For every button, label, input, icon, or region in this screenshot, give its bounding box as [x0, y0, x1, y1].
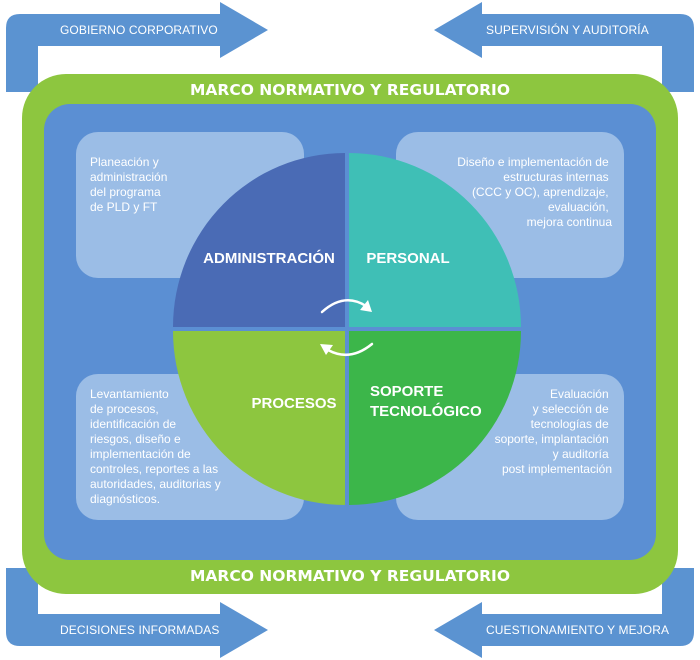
frame-title-top: MARCO NORMATIVO Y REGULATORIO [190, 81, 510, 99]
box-text-bottom-left: Levantamiento de procesos, identificació… [90, 387, 224, 506]
box-line: evaluación, [548, 200, 609, 214]
box-line: Evaluación [550, 387, 609, 401]
cycle-arrow-top [320, 299, 368, 314]
box-line: diagnósticos. [90, 492, 160, 506]
box-line: Diseño e implementación de [457, 155, 609, 169]
label-procesos: PROCESOS [251, 395, 336, 412]
label-administracion: ADMINISTRACIÓN [203, 249, 335, 267]
box-line: y auditoría [553, 447, 609, 461]
label-soporte-line: SOPORTE [370, 383, 443, 400]
arrow-label-gobierno: GOBIERNO CORPORATIVO [60, 23, 218, 37]
arrow-left-shape [434, 2, 694, 92]
box-line: (CCC y OC), aprendizaje, [472, 185, 609, 199]
cycle-arrowhead-bottom [320, 344, 333, 355]
box-line: Levantamiento [90, 387, 169, 401]
box-line: implementación de [90, 447, 191, 461]
quadrant-procesos [173, 331, 345, 505]
arrow-label-decisiones: DECISIONES INFORMADAS [60, 623, 219, 637]
arrow-cuestionamiento-mejora: CUESTIONAMIENTO Y MEJORA [434, 568, 694, 658]
cycle-arrows-icon [320, 299, 374, 357]
arrow-supervision-auditoria: SUPERVISIÓN Y AUDITORÍA [434, 2, 694, 92]
label-soporte: SOPORTE TECNOLÓGICO [370, 383, 482, 420]
box-line: estructuras internas [503, 170, 608, 184]
arrow-decisiones-informadas: DECISIONES INFORMADAS [6, 568, 268, 658]
box-line: del programa [90, 185, 161, 199]
box-line: soporte, implantación [495, 432, 609, 446]
box-text-bottom-right: Evaluación y selección de tecnologías de… [495, 387, 612, 476]
quadrant-soporte [349, 331, 521, 505]
quadrant-personal [349, 153, 521, 327]
arrow-gobierno-corporativo: GOBIERNO CORPORATIVO [6, 2, 268, 92]
box-line: controles, reportes a las [90, 462, 218, 476]
box-text-top-left: Planeación y administración del programa… [90, 155, 171, 214]
arrow-label-cuestionamiento: CUESTIONAMIENTO Y MEJORA [486, 623, 669, 637]
cycle-arrowhead-top [360, 300, 372, 312]
central-circle [173, 153, 521, 505]
arrow-right-shape [6, 2, 268, 92]
arrow-left-shape [434, 568, 694, 658]
box-line: autoridades, auditorias y [90, 477, 221, 491]
arrow-label-supervision: SUPERVISIÓN Y AUDITORÍA [486, 22, 649, 37]
box-line: administración [90, 170, 167, 184]
box-line: riesgos, diseño e [90, 432, 181, 446]
box-line: de PLD y FT [90, 200, 158, 214]
box-line: Planeación y [90, 155, 159, 169]
cycle-arrow-bottom [326, 342, 374, 357]
arrow-right-shape [6, 568, 268, 658]
quadrant-administracion [173, 153, 345, 327]
box-line: y selección de [533, 402, 609, 416]
label-soporte-line: TECNOLÓGICO [370, 402, 482, 420]
box-line: post implementación [502, 462, 612, 476]
box-line: mejora continua [527, 215, 613, 229]
label-personal: PERSONAL [366, 250, 449, 267]
box-text-top-right: Diseño e implementación de estructuras i… [457, 155, 612, 229]
box-line: tecnologías de [531, 417, 609, 431]
frame-title-bottom: MARCO NORMATIVO Y REGULATORIO [190, 567, 510, 585]
box-line: identificación de [90, 417, 176, 431]
box-line: de procesos, [90, 402, 159, 416]
